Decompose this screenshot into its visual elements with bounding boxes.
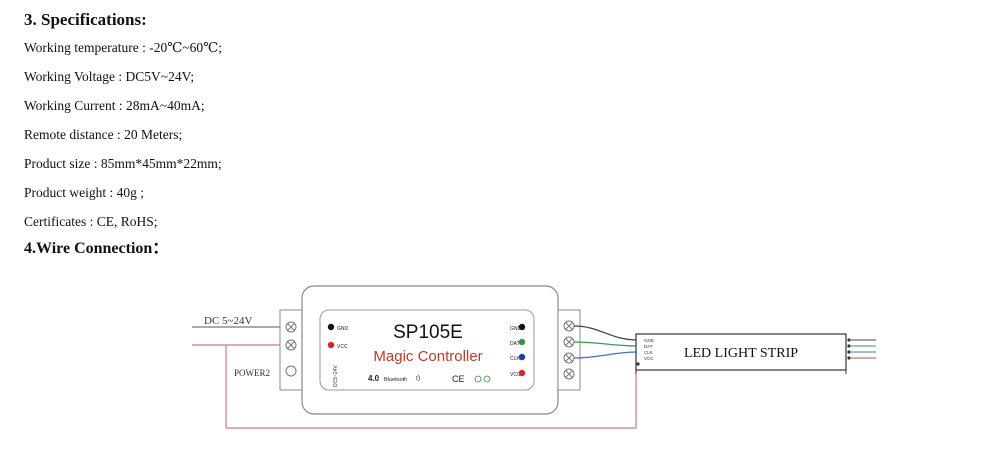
controller-cert-text: CE xyxy=(452,374,465,384)
right-terminal-block xyxy=(557,309,581,391)
controller-right-clk-dot xyxy=(518,353,526,361)
spec-remote-distance: Remote distance : 20 Meters; xyxy=(24,127,183,142)
spec-working-temperature: Working temperature : -20℃~60℃; xyxy=(24,40,222,55)
controller-right-pin-vcc: VCC xyxy=(510,372,521,378)
controller-right-vcc-dot xyxy=(518,369,526,377)
spec-product-size: Product size : 85mm*45mm*22mm; xyxy=(24,156,222,171)
controller-right-dat-dot xyxy=(518,338,526,346)
controller-right-pin-clk: CLK xyxy=(510,356,520,362)
controller-right-pin-gnd: GND xyxy=(510,326,522,332)
dc-input-wires xyxy=(192,326,637,429)
left-terminal-block xyxy=(279,309,303,391)
controller-vertical-voltage: DC5~24V xyxy=(333,365,339,387)
controller-device xyxy=(301,285,559,415)
signal-wires xyxy=(573,325,639,359)
controller-right-gnd-dot xyxy=(518,323,526,331)
controller-left-gnd-dot xyxy=(327,323,335,331)
rohs-icon xyxy=(474,375,482,383)
recycle-icon xyxy=(483,375,491,383)
controller-bt-text: Bluetooth xyxy=(384,377,407,383)
wire-connection-heading: 4.Wire Connection： xyxy=(24,240,169,257)
spec-certificates: Certificates : CE, RoHS; xyxy=(24,214,158,229)
specifications-heading: 3. Specifications: xyxy=(24,10,147,29)
strip-pin-gnd: GND xyxy=(644,338,655,343)
led-strip xyxy=(635,333,847,374)
spec-working-voltage: Working Voltage : DC5V~24V; xyxy=(24,69,195,84)
strip-pin-vcc: VCC xyxy=(644,356,654,361)
controller-bt-version: 4.0 xyxy=(368,374,380,383)
controller-left-vcc-dot xyxy=(327,341,335,349)
led-strip-label: LED LIGHT STRIP xyxy=(684,346,798,361)
dc-voltage-label: DC 5~24V xyxy=(204,315,252,327)
controller-name: Magic Controller xyxy=(373,348,482,365)
strip-pin-dat: DAT xyxy=(644,344,653,349)
strip-output-wires xyxy=(636,338,876,366)
bluetooth-signal-icon xyxy=(415,374,420,382)
controller-left-pin-vcc: VCC xyxy=(337,344,348,350)
spec-product-weight: Product weight : 40g ; xyxy=(24,185,144,200)
controller-right-pin-dat: DAT xyxy=(510,341,520,347)
spec-working-current: Working Current : 28mA~40mA; xyxy=(24,98,205,113)
strip-pin-clk: CLK xyxy=(644,350,653,355)
power2-label: POWER2 xyxy=(234,368,270,378)
controller-left-pin-gnd: GND xyxy=(337,326,349,332)
controller-model: SP105E xyxy=(393,322,463,343)
